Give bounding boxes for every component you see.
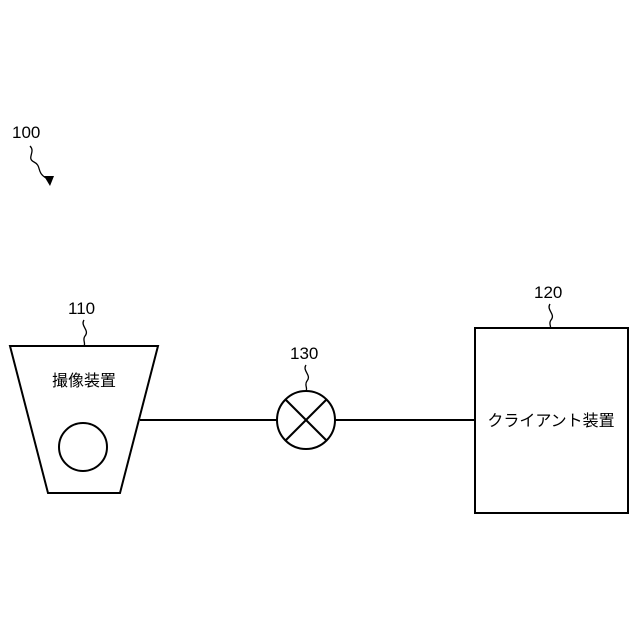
- system-ref-arrowhead-icon: [44, 176, 54, 186]
- client-device-label: クライアント装置: [487, 411, 614, 430]
- network-ref-leader: [305, 365, 308, 391]
- network-node-icon: [277, 391, 335, 449]
- camera-lens-icon: [59, 423, 107, 471]
- system-ref-leader: [30, 146, 46, 178]
- camera-ref-leader: [83, 320, 86, 346]
- client-ref-leader: [549, 304, 552, 328]
- system-ref-label: 100: [12, 123, 40, 142]
- client-ref-label: 120: [534, 283, 562, 302]
- network-ref-label: 130: [290, 344, 318, 363]
- camera-ref-label: 110: [68, 299, 95, 318]
- camera-device-label: 撮像装置: [52, 371, 116, 390]
